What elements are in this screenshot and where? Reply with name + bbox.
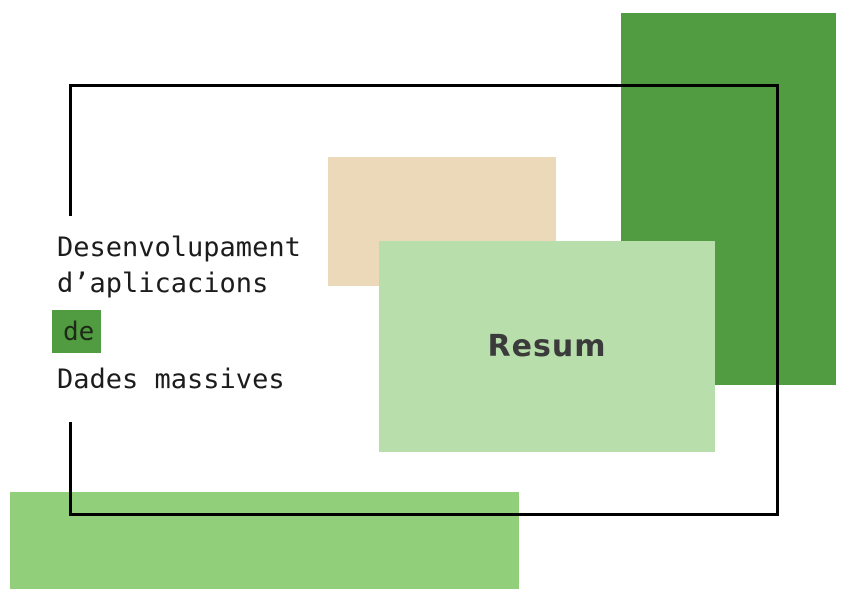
title-line-2: d’aplicacions	[57, 268, 269, 299]
summary-card: Resum	[379, 241, 715, 452]
title-line-3: Dades massives	[57, 364, 285, 395]
title-connector-box: de	[52, 310, 101, 353]
title-line-1: Desenvolupament	[57, 232, 301, 263]
title-connector-label: de	[63, 316, 95, 347]
title-block: Desenvolupament d’aplicacions de Dades m…	[44, 216, 316, 422]
summary-card-label: Resum	[487, 329, 607, 364]
decor-rect-medium-green	[10, 492, 519, 589]
